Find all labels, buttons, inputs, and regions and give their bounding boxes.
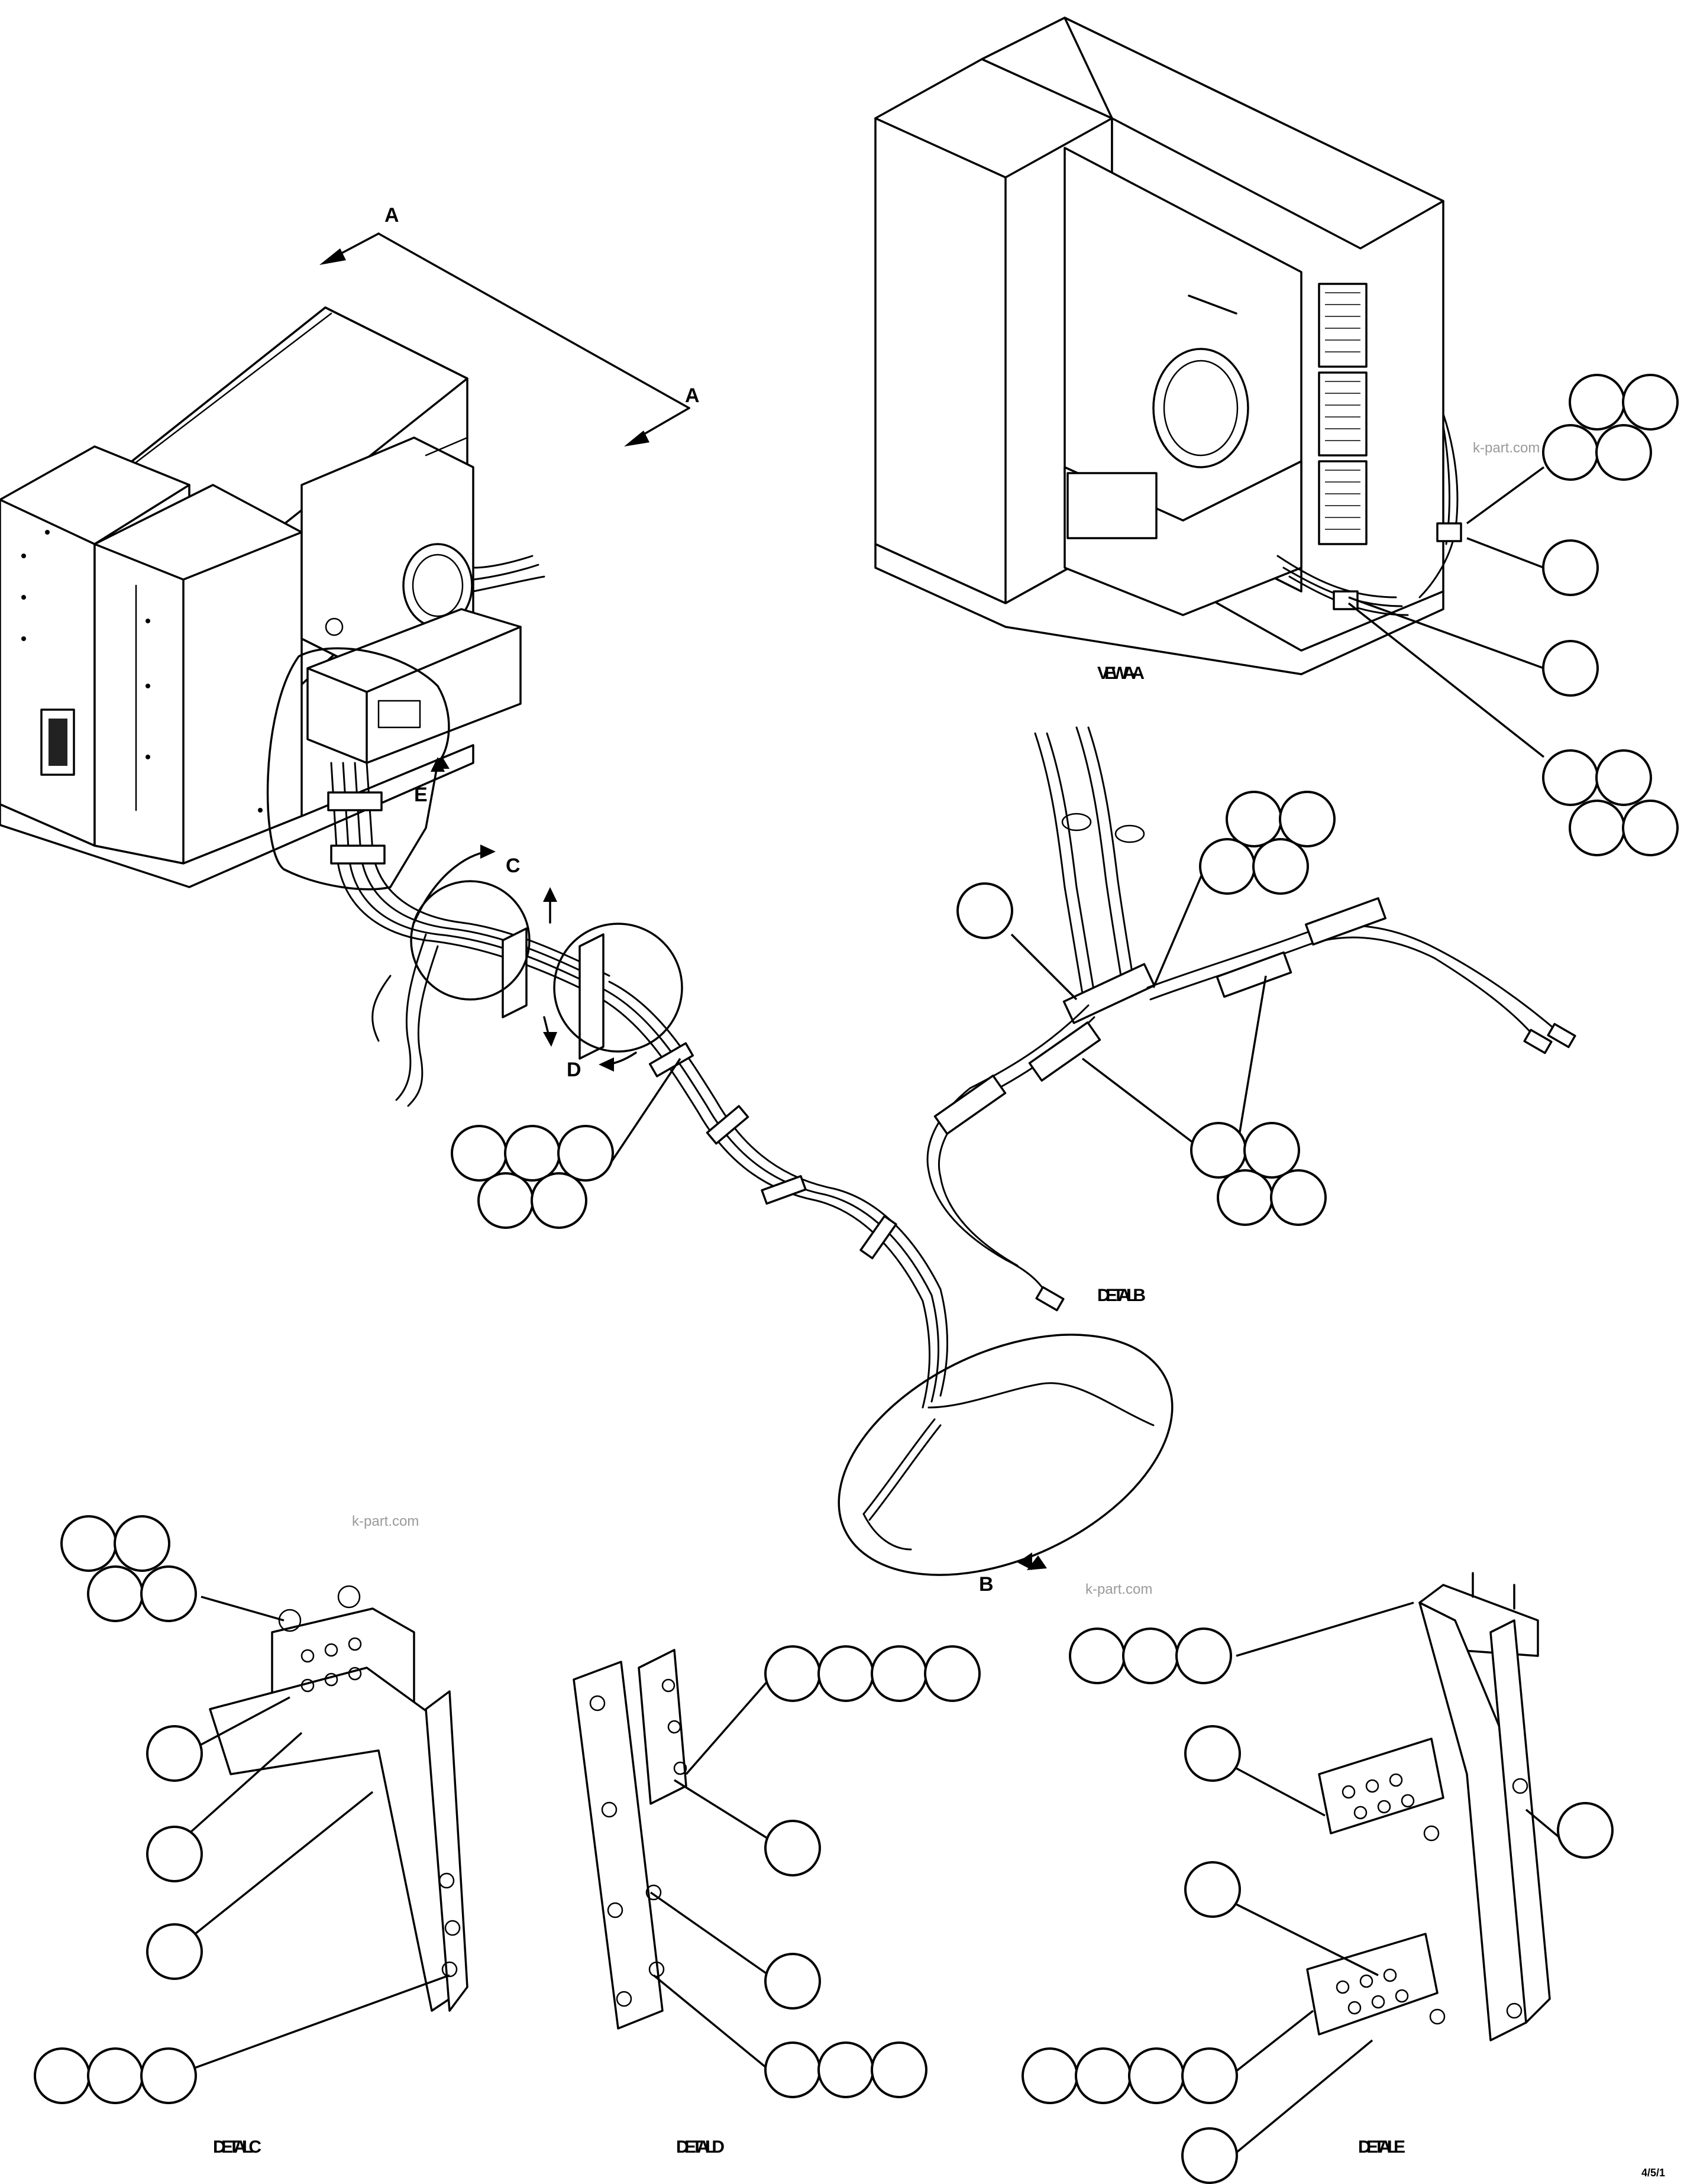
detail-c-title: DETAIL C	[213, 2137, 261, 2157]
detail-b-callout-loop	[838, 1334, 1174, 1576]
view-aa-title: VIEW A-A	[1097, 664, 1145, 683]
detail-cd-arrows	[431, 757, 557, 1047]
marker-e: E	[414, 784, 428, 806]
main-harness	[327, 762, 949, 1409]
detail-c-bracket	[209, 1585, 468, 2012]
section-label-a-end: A	[685, 384, 700, 407]
watermark-3: k-part.com	[1085, 1581, 1152, 1597]
detail-c-callout	[410, 845, 531, 1001]
view-aa-unit	[874, 17, 1462, 675]
callout-balloons	[34, 374, 1679, 2184]
section-cut-line	[319, 232, 690, 446]
watermark-2: k-part.com	[352, 1513, 419, 1529]
detail-b-title: DETAIL B	[1097, 1286, 1146, 1305]
watermark-1: k-part.com	[1473, 440, 1540, 456]
detail-e-title: DETAIL E	[1358, 2137, 1405, 2157]
section-label-a-start: A	[384, 204, 399, 227]
main-unit-assembly	[0, 306, 545, 888]
marker-b: B	[979, 1573, 994, 1596]
leader-lines	[188, 466, 1563, 2154]
page-number: 4/5/1	[1641, 2167, 1665, 2179]
detail-b-harness	[926, 726, 1576, 1312]
detail-d-callout	[553, 923, 683, 1072]
marker-c: C	[506, 855, 521, 877]
detail-d-bracket	[573, 1649, 687, 2030]
marker-d: D	[567, 1059, 581, 1081]
detail-e-bracket	[1306, 1572, 1551, 2041]
detail-d-title: DETAIL D	[676, 2137, 725, 2157]
